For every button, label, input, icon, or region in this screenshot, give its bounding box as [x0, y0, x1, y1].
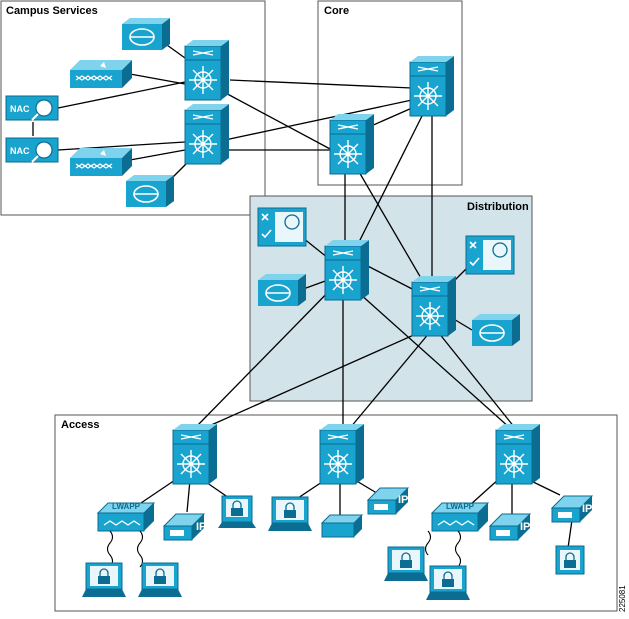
- laptop-icon[interactable]: [267, 496, 313, 532]
- ip-label: IP: [520, 521, 530, 533]
- ip-label: IP: [398, 494, 408, 506]
- links: [32, 39, 573, 549]
- campus-switch-2-icon[interactable]: [184, 103, 230, 165]
- ip-phone-1[interactable]: IP: [163, 513, 206, 541]
- dist-firewall-left-icon[interactable]: [257, 273, 307, 307]
- campus-switch-1-icon[interactable]: [184, 39, 230, 101]
- link-cs1-core2: [219, 89, 333, 151]
- access-ap-2[interactable]: LWAPP: [431, 502, 489, 532]
- laptop-icon[interactable]: [137, 562, 183, 598]
- ip-label: IP: [582, 503, 592, 515]
- wireless-link-1: [106, 530, 114, 568]
- link-nac1-cs1: [57, 81, 186, 109]
- access-switch-2-icon[interactable]: [319, 423, 365, 485]
- link-acc3-pc2: [567, 519, 573, 549]
- access-switch-3-icon[interactable]: [495, 423, 541, 485]
- nac-label: NAC: [10, 146, 30, 156]
- ip-label: IP: [196, 521, 206, 533]
- laptop-icon[interactable]: [425, 565, 471, 601]
- lwapp-label: LWAPP: [446, 502, 475, 511]
- link-core2-dist2: [354, 164, 426, 286]
- core-switch-1-icon[interactable]: [409, 55, 455, 117]
- dist-ids-left-icon[interactable]: [257, 207, 307, 247]
- campus-firewall-bottom-icon[interactable]: [125, 174, 175, 208]
- link-dist1-dist2: [359, 261, 419, 293]
- link-ids1-cs1: [129, 73, 186, 85]
- wireless-link-3: [424, 530, 432, 556]
- zone-label-core: Core: [324, 5, 349, 17]
- nac-appliance-1[interactable]: NAC: [5, 95, 59, 121]
- nac-appliance-2[interactable]: NAC: [5, 137, 59, 163]
- ip-phone-3[interactable]: IP: [489, 513, 531, 541]
- link-dist1-acc1: [194, 281, 339, 429]
- link-ids2-cs2: [129, 149, 186, 161]
- laptop-icon[interactable]: [81, 562, 127, 598]
- link-acc3-ap: [469, 477, 501, 506]
- campus-firewall-top-icon[interactable]: [121, 17, 171, 51]
- nac-label: NAC: [10, 104, 30, 114]
- link-nac2-cs2: [57, 141, 186, 151]
- link-dist2-acc1: [199, 329, 426, 431]
- workstation-icon[interactable]: [217, 495, 257, 529]
- zone-label-campus-services: Campus Services: [6, 5, 98, 17]
- dist-switch-1-icon[interactable]: [324, 239, 370, 301]
- link-cs2-core1: [224, 99, 413, 141]
- printer-icon[interactable]: [321, 514, 363, 538]
- ip-phone-2[interactable]: IP: [367, 487, 409, 515]
- access-switch-1-icon[interactable]: [172, 423, 218, 485]
- dist-firewall-right-icon[interactable]: [471, 313, 521, 347]
- link-dist2-acc2: [349, 331, 431, 429]
- workstation-2[interactable]: [555, 545, 585, 575]
- core-switch-2-icon[interactable]: [329, 113, 375, 175]
- campus-ids-top-icon[interactable]: [69, 59, 133, 89]
- link-dist2-acc3: [437, 331, 516, 429]
- link-dist1-ids: [302, 237, 329, 259]
- wireless-link-2: [136, 530, 144, 568]
- campus-ids-bottom-icon[interactable]: [69, 147, 133, 177]
- lwapp-label: LWAPP: [112, 502, 141, 511]
- ip-phone-4[interactable]: IP: [551, 495, 593, 523]
- wireless-link-4: [454, 530, 462, 568]
- access-ap-1[interactable]: LWAPP: [97, 502, 155, 532]
- link-acc1-ap: [137, 477, 179, 506]
- link-dist1-acc3: [349, 284, 511, 429]
- zone-label-access: Access: [61, 419, 100, 431]
- link-core1-dist1: [354, 109, 426, 251]
- laptop-icon[interactable]: [383, 546, 429, 582]
- dist-switch-2-icon[interactable]: [411, 275, 457, 337]
- figure-id: 225081: [618, 585, 627, 612]
- link-cs1-core1: [229, 79, 413, 89]
- dist-ids-right-icon[interactable]: [465, 235, 515, 275]
- link-acc1-phone: [186, 479, 191, 513]
- zone-label-distribution: Distribution: [467, 201, 529, 213]
